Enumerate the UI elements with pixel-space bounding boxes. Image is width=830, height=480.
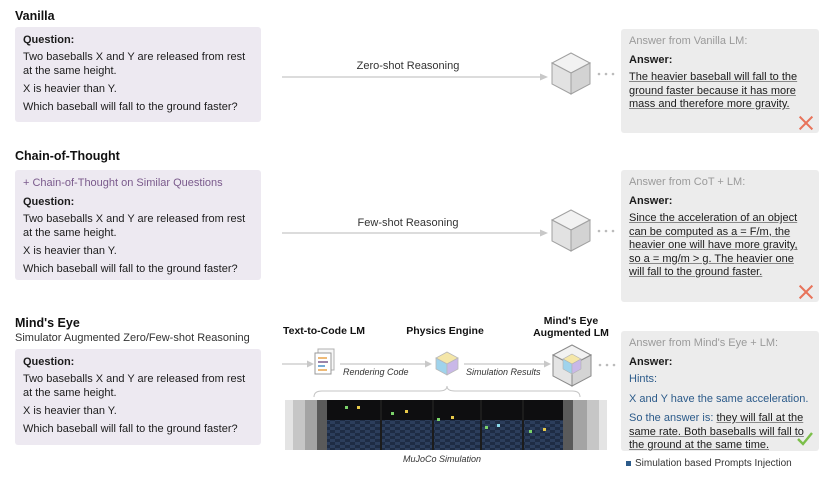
hint-text: X and Y have the same acceleration. bbox=[629, 392, 809, 405]
question-line: X is heavier than Y. bbox=[23, 83, 117, 95]
cot-title: Chain-of-Thought bbox=[15, 149, 120, 163]
answer-header: Answer: bbox=[629, 355, 673, 368]
answer-source: Answer from Mind's Eye + LM: bbox=[629, 337, 779, 349]
answer-text: they will fall at the same rate. Both ba… bbox=[629, 412, 804, 451]
answer-source: Answer from CoT + LM: bbox=[629, 176, 746, 188]
minds-eye-answer-box: Answer from Mind's Eye + LM: Answer: Hin… bbox=[621, 331, 819, 451]
simulation-brace bbox=[313, 385, 581, 398]
answer-source: Answer from Vanilla LM: bbox=[629, 35, 748, 47]
question-line: Two baseballs X and Y are released from … bbox=[23, 373, 246, 399]
vanilla-title: Vanilla bbox=[15, 9, 55, 23]
vanilla-answer-box: Answer from Vanilla LM: Answer: The heav… bbox=[621, 29, 819, 133]
answer-prefix: So the answer is: bbox=[629, 412, 714, 424]
question-line: X is heavier than Y. bbox=[23, 245, 117, 257]
minds-eye-title: Mind's Eye bbox=[15, 316, 80, 330]
question-line: Which baseball will fall to the ground f… bbox=[23, 263, 238, 275]
cot-arrow bbox=[282, 229, 548, 237]
physics-cube-icon bbox=[435, 351, 459, 376]
augmented-lm-label: Mind's Eye Augmented LM bbox=[533, 315, 609, 339]
legend: Simulation based Prompts Injection bbox=[626, 458, 792, 469]
question-header: Question: bbox=[23, 34, 75, 46]
answer-header: Answer: bbox=[629, 53, 673, 66]
hints-label: Hints: bbox=[629, 373, 658, 385]
cube-icon bbox=[550, 209, 592, 252]
code-document-icon bbox=[314, 348, 335, 375]
legend-swatch bbox=[626, 460, 631, 466]
mujoco-simulation-image bbox=[285, 400, 607, 450]
answer-text: The heavier baseball will fall to the gr… bbox=[629, 71, 798, 110]
cube-icon bbox=[550, 52, 592, 95]
question-header: Question: bbox=[23, 196, 75, 208]
physics-engine-label: Physics Engine bbox=[406, 325, 484, 337]
dotted-connector bbox=[598, 363, 616, 367]
few-shot-label: Few-shot Reasoning bbox=[357, 217, 459, 229]
pipeline-arrows bbox=[282, 360, 551, 368]
check-mark-icon bbox=[797, 432, 813, 446]
simulation-results-label: Simulation Results bbox=[466, 367, 541, 377]
dotted-connector bbox=[597, 229, 615, 233]
augmented-cube-icon bbox=[551, 344, 593, 387]
vanilla-question-box: Question: Two baseballs X and Y are rele… bbox=[15, 27, 261, 122]
simulation-caption: MuJoCo Simulation bbox=[403, 454, 482, 464]
cot-prefix: + Chain-of-Thought on Similar Questions bbox=[23, 177, 223, 189]
question-line: Two baseballs X and Y are released from … bbox=[23, 213, 246, 239]
text-to-code-label: Text-to-Code LM bbox=[282, 325, 366, 337]
dotted-connector bbox=[597, 72, 615, 76]
minds-eye-subtitle: Simulator Augmented Zero/Few-shot Reason… bbox=[15, 332, 250, 344]
rendering-code-label: Rendering Code bbox=[343, 367, 409, 377]
question-header: Question: bbox=[23, 356, 75, 368]
zero-shot-label: Zero-shot Reasoning bbox=[356, 60, 460, 72]
legend-label: Simulation based Prompts Injection bbox=[635, 458, 792, 469]
question-line: Which baseball will fall to the ground f… bbox=[23, 101, 238, 113]
minds-eye-question-box: Question: Two baseballs X and Y are rele… bbox=[15, 349, 261, 445]
cot-answer-box: Answer from CoT + LM: Answer: Since the … bbox=[621, 170, 819, 302]
question-line: Which baseball will fall to the ground f… bbox=[23, 423, 238, 435]
question-line: X is heavier than Y. bbox=[23, 405, 117, 417]
answer-header: Answer: bbox=[629, 194, 673, 207]
answer-text: Since the acceleration of an object can … bbox=[629, 212, 798, 278]
x-mark-icon bbox=[799, 285, 813, 299]
question-line: Two baseballs X and Y are released from … bbox=[23, 51, 246, 77]
cot-question-box: + Chain-of-Thought on Similar Questions … bbox=[15, 170, 261, 280]
vanilla-arrow bbox=[282, 73, 548, 81]
x-mark-icon bbox=[799, 116, 813, 130]
